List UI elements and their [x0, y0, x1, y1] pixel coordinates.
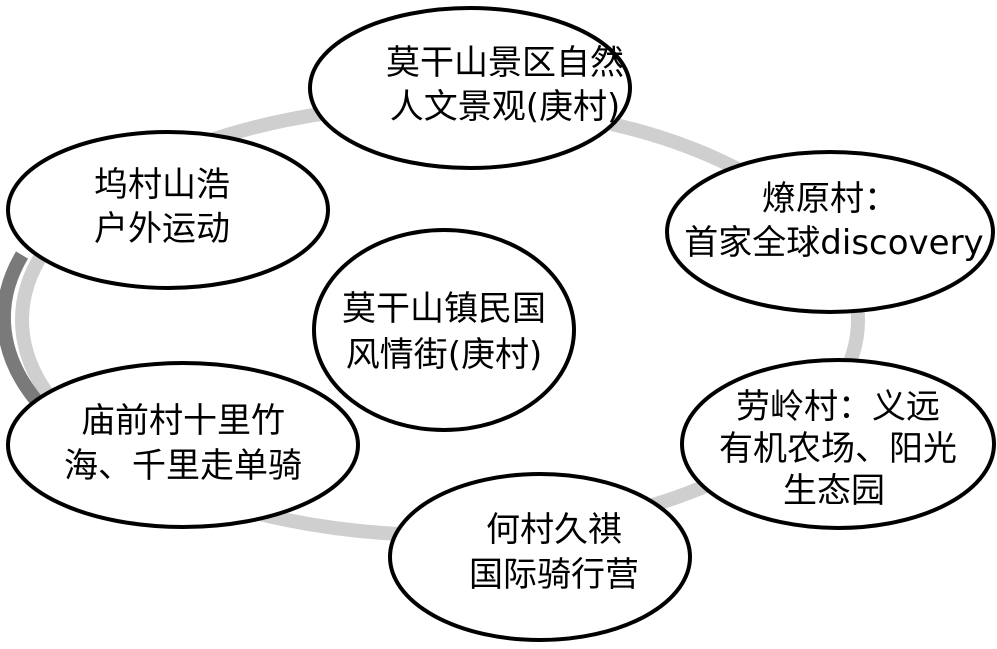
node-left-bottom-line-1: 庙前村十里竹	[81, 401, 285, 441]
node-left-top-shape	[6, 130, 330, 290]
node-right-top-shape	[665, 150, 995, 314]
node-right-bottom-shape	[680, 358, 996, 530]
node-top-line-1: 莫干山景区自然	[386, 43, 624, 83]
node-left-top-line-1: 坞村山浩	[94, 165, 230, 205]
node-right-top: 燎原村： 首家全球discovery	[665, 150, 995, 314]
node-right-bottom: 劳岭村：义远 有机农场、阳光 生态园	[680, 358, 996, 530]
node-left-top-line-2: 户外运动	[94, 209, 230, 249]
node-left-top: 坞村山浩 户外运动	[6, 130, 330, 290]
center-node-shape	[312, 228, 576, 432]
center-node: 莫干山镇民国 风情街(庚村)	[312, 228, 576, 432]
node-right-bottom-line-1: 劳岭村：义远	[736, 387, 940, 427]
node-right-top-line-2: 首家全球discovery	[684, 223, 983, 263]
node-right-bottom-line-2: 有机农场、阳光	[719, 429, 957, 469]
ring-dark-segment	[0, 251, 46, 410]
node-right-top-line-1: 燎原村：	[762, 179, 898, 219]
node-bottom-line-1: 何村久祺	[486, 510, 622, 550]
node-right-bottom-line-3: 生态园	[783, 471, 885, 511]
node-left-bottom: 庙前村十里竹 海、千里走单骑	[6, 361, 360, 529]
center-node-line-1: 莫干山镇民国	[342, 289, 546, 329]
node-bottom-shape	[388, 472, 692, 642]
node-bottom-line-2: 国际骑行营	[469, 555, 639, 595]
node-left-bottom-shape	[6, 361, 360, 529]
node-top: 莫干山景区自然 人文景观(庚村)	[308, 6, 632, 170]
node-top-shape	[308, 6, 632, 170]
node-top-line-2: 人文景观(庚村)	[390, 87, 621, 127]
node-left-bottom-line-2: 海、千里走单骑	[64, 446, 302, 486]
node-bottom: 何村久祺 国际骑行营	[388, 472, 692, 642]
center-node-line-2: 风情街(庚村)	[346, 335, 543, 375]
